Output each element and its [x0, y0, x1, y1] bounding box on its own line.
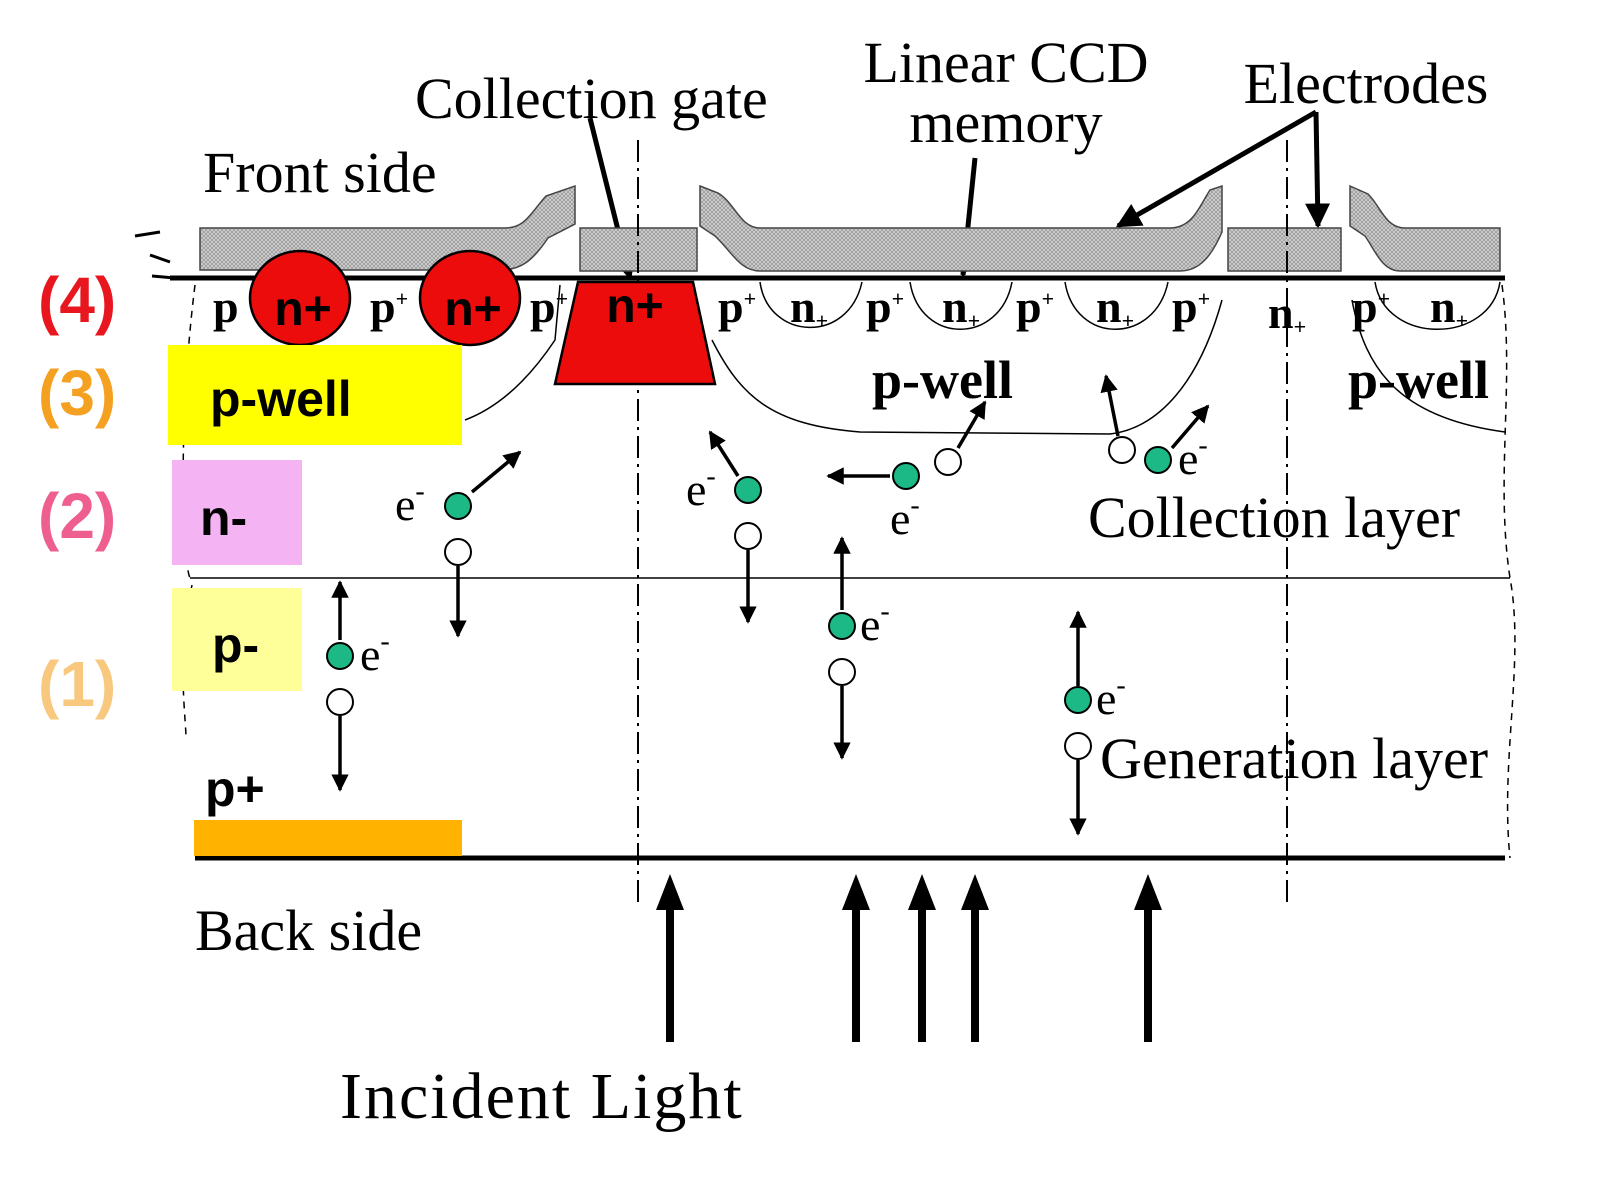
p-plus-label: p+ — [1352, 281, 1390, 332]
p-well-boundary-right — [1351, 299, 1506, 433]
hole-dot — [934, 448, 962, 476]
hole-dot — [1064, 732, 1092, 760]
electron-dot — [1144, 446, 1172, 474]
n-plus-ccd-label: n+ — [1268, 287, 1306, 339]
n-plus-ccd-label: n+ — [1430, 281, 1468, 333]
p-plus-layer-label: p+ — [205, 761, 265, 817]
n-plus-label-collection: n+ — [606, 280, 663, 333]
p-plus-label: p+ — [866, 281, 904, 332]
layer-2-number: (2) — [38, 480, 116, 552]
holes — [326, 436, 1136, 760]
left-cut-edge-top — [182, 284, 196, 579]
layer-4-number: (4) — [38, 264, 116, 336]
electron-label: e- — [360, 626, 390, 680]
electron-label: e- — [860, 596, 890, 650]
electron-dot — [734, 476, 762, 504]
electrode-ccd — [699, 184, 1223, 272]
p-plus-label: p+ — [718, 281, 756, 332]
electron-label: e- — [1096, 670, 1126, 724]
back-side-label: Back side — [195, 898, 422, 963]
electron-label: e- — [395, 476, 425, 530]
right-cut-edge — [1501, 284, 1516, 859]
n-plus-collection-region — [553, 280, 717, 386]
n-plus-ccd-label: n+ — [790, 281, 828, 333]
p-plus-label: p+ — [370, 281, 408, 332]
electrodes-label: Electrodes — [1244, 51, 1489, 116]
electrode-right — [1227, 227, 1342, 272]
electrode-pointer-arrow-right — [1305, 111, 1331, 229]
hole-dot — [828, 658, 856, 686]
electron-label: e- — [686, 461, 716, 515]
hole-dot — [734, 522, 762, 550]
p-well-boundary-left — [464, 284, 561, 421]
electron-label: e- — [890, 490, 920, 544]
collection-layer-label: Collection layer — [1088, 485, 1460, 550]
n-minus-layer-box — [172, 460, 302, 565]
n-plus-region-2 — [418, 249, 522, 347]
electron-label: e- — [1178, 430, 1208, 484]
electrons — [326, 446, 1172, 714]
p-well-structure-label-right: p-well — [1348, 350, 1489, 410]
n-plus-ccd-label: n+ — [942, 281, 980, 333]
incident-light-arrows — [666, 908, 1152, 1042]
p-plus-layer-bar — [194, 820, 462, 856]
p-well-boundary-center — [711, 299, 1223, 435]
n-plus-ccd-label: n+ — [1096, 281, 1134, 333]
hole-dot — [1108, 436, 1136, 464]
n-plus-label-2: n+ — [444, 283, 501, 336]
electron-dot — [892, 462, 920, 490]
p-plus-label: p+ — [530, 281, 568, 332]
p-well-layer-label: p-well — [210, 371, 352, 427]
n-plus-label-1: n+ — [274, 283, 331, 336]
carrier-arrows — [331, 374, 1210, 836]
p-label: p — [213, 281, 239, 332]
surface-implant-labels: p p+ p+ p+ n+ p+ n+ p+ n+ p+ n+ p+ n+ — [213, 281, 1468, 339]
p-well-layer-box — [168, 345, 462, 445]
incident-light-arrowheads — [656, 874, 1162, 910]
electrodes-group — [199, 184, 1501, 272]
electron-labels: e- e- e- e- e- e- e- — [360, 430, 1208, 724]
electrode-far-right — [1349, 184, 1501, 272]
n-minus-layer-label: n- — [200, 490, 247, 546]
linear-ccd-label-line1: Linear CCD — [863, 30, 1148, 95]
p-plus-label: p+ — [1016, 281, 1054, 332]
generation-layer-label: Generation layer — [1100, 726, 1488, 791]
electron-dot — [828, 612, 856, 640]
p-plus-label: p+ — [1172, 281, 1210, 332]
p-minus-layer-label: p- — [212, 617, 259, 673]
p-well-structure-label: p-well — [872, 350, 1013, 410]
surface-marker — [134, 230, 187, 281]
incident-light-label: Incident Light — [340, 1060, 744, 1133]
ccd-n-implant-arcs — [759, 281, 1501, 330]
electron-dot — [444, 492, 472, 520]
hole-dot — [444, 538, 472, 566]
p-minus-layer-box — [172, 588, 302, 691]
linear-ccd-label-line2: memory — [909, 90, 1102, 155]
layer-1-number: (1) — [38, 648, 116, 720]
front-side-label: Front side — [203, 140, 437, 205]
hole-dot — [326, 688, 354, 716]
electron-dot — [1064, 686, 1092, 714]
layer-3-number: (3) — [38, 357, 116, 429]
electron-dot — [326, 642, 354, 670]
electrode-pointer-arrow-left — [1115, 109, 1318, 229]
